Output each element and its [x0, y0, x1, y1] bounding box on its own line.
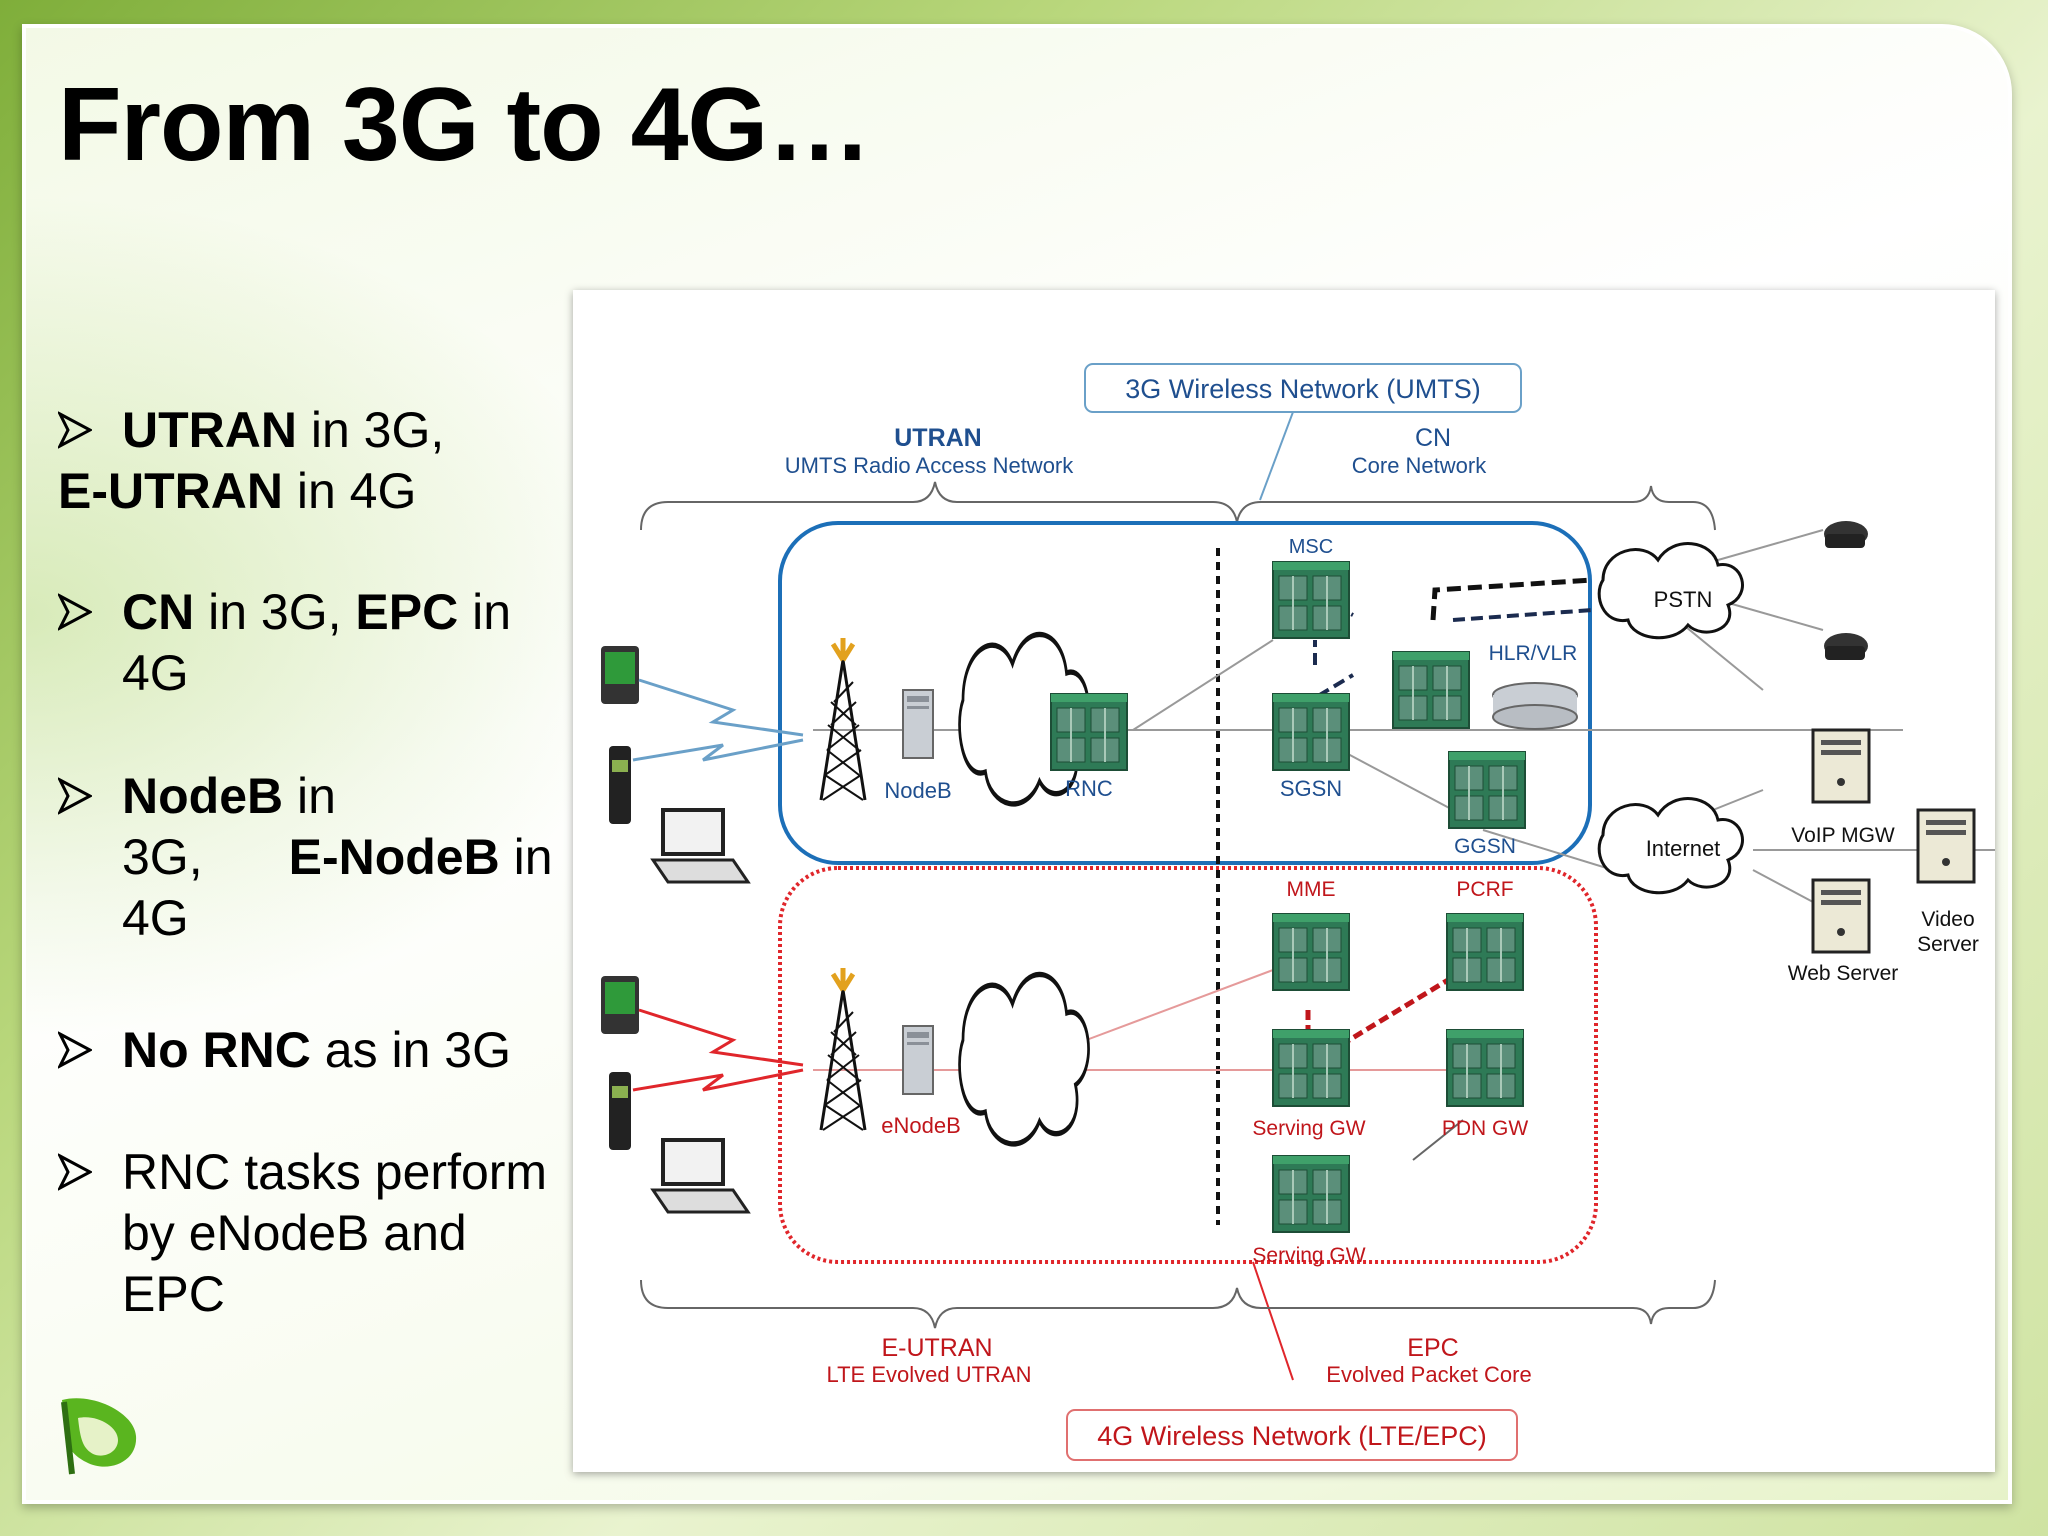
serving-gw-icon [1272, 1029, 1350, 1107]
enodeb-label: eNodeB [881, 1113, 961, 1138]
web-server-label: Web Server [1788, 962, 1899, 985]
bullet-text: in [458, 584, 512, 640]
bullet-text: in [283, 768, 336, 824]
company-logo-icon [61, 1398, 137, 1475]
bullet-text: in 3G, [194, 584, 356, 640]
network-diagram: 3G Wireless Network (UMTS) UTRAN UMTS Ra… [573, 290, 1995, 1472]
arrow-bullet-icon [58, 777, 92, 815]
arrow-bullet-icon [58, 1031, 92, 1069]
arrow-bullet-icon [58, 593, 92, 631]
region-3g [778, 521, 1592, 865]
bullet-text: in [499, 829, 553, 885]
epc-label: EPC [1407, 1334, 1458, 1362]
cn-sub-label: Core Network [1352, 453, 1487, 478]
laptop-3g-icon [650, 808, 751, 884]
bullet-bold-text: E-NodeB [288, 829, 500, 885]
cloud-4g-icon [960, 974, 1089, 1144]
bullet-text: as in 3G [310, 1022, 511, 1078]
video-label-1: Video [1921, 908, 1974, 931]
hlr-board-icon [1392, 651, 1470, 729]
sgsn-icon [1272, 693, 1350, 771]
arrow-bullet-icon [58, 1153, 92, 1191]
bullet-text: RNC tasks perform [122, 1144, 548, 1200]
nodeb-server-icon [902, 689, 934, 759]
nodeb-label: NodeB [884, 778, 951, 803]
title-3g-box [1084, 363, 1522, 413]
rnc-label: RNC [1065, 776, 1113, 801]
title-4g-box [1066, 1409, 1518, 1461]
utran-label: UTRAN [894, 424, 982, 452]
hlr-label: HLR/VLR [1489, 642, 1578, 665]
laptop-4g-icon [650, 1138, 751, 1214]
pcrf-icon [1446, 913, 1524, 991]
msc-icon [1272, 561, 1350, 639]
title-4g-text: 4G Wireless Network (LTE/EPC) [1097, 1421, 1487, 1451]
pda-4g-icon [601, 976, 639, 1034]
phone-4g-icon [609, 1072, 631, 1150]
bullet-bold-text: EPC [355, 584, 459, 640]
region-4g [778, 866, 1598, 1264]
bullet-item: NodeB in 3G, E-NodeB in 4G [58, 766, 553, 949]
phone-handset-icon [1824, 521, 1868, 548]
hlr-database-icon [1492, 682, 1578, 730]
radio-link-3g [632, 678, 804, 762]
bullet-text: in 4G [282, 463, 417, 519]
cn-label: CN [1415, 424, 1451, 452]
serving-gw-2-icon [1272, 1155, 1350, 1233]
ggsn-icon [1448, 751, 1526, 829]
utran-sub-label: UMTS Radio Access Network [785, 453, 1075, 478]
bullet-bold-text: UTRAN [122, 402, 297, 458]
voip-label: VoIP MGW [1791, 824, 1895, 847]
epc-sub-label: Evolved Packet Core [1326, 1362, 1531, 1387]
bullet-text: by eNodeB and [122, 1205, 467, 1261]
msc-label: MSC [1289, 536, 1333, 558]
pstn-label: PSTN [1654, 587, 1713, 612]
voip-mgw-icon [1811, 728, 1871, 804]
phone-handset-icon [1824, 633, 1868, 660]
pdn-gw-icon [1446, 1029, 1524, 1107]
pdn-gw-label: PDN GW [1442, 1117, 1529, 1140]
video-server-icon [1916, 808, 1976, 884]
internet-label: Internet [1646, 836, 1721, 861]
bullet-text: 3G, [122, 829, 203, 885]
web-server-icon [1811, 878, 1871, 954]
title-3g-text: 3G Wireless Network (UMTS) [1125, 374, 1481, 404]
ggsn-label: GGSN [1454, 835, 1516, 858]
mme-icon [1272, 913, 1350, 991]
arrow-bullet-icon [58, 411, 92, 449]
serving-gw-label: Serving GW [1252, 1117, 1365, 1140]
eutran-sub-label: LTE Evolved UTRAN [827, 1362, 1032, 1387]
bullet-text: EPC [122, 1266, 225, 1322]
pcrf-label: PCRF [1456, 878, 1513, 901]
bullet-item: RNC tasks perform by eNodeB and EPC [58, 1142, 547, 1325]
tower-4g-icon [821, 968, 865, 1130]
video-label-2: Server [1917, 933, 1979, 956]
bullet-item: UTRAN in 3G, E-UTRAN in 4G [58, 400, 444, 522]
sgsn-label: SGSN [1280, 776, 1342, 801]
bullet-text: in 3G, [296, 402, 445, 458]
bullet-item: No RNC as in 3G [58, 1020, 511, 1081]
serving-gw-2-label: Serving GW [1252, 1244, 1365, 1267]
bullet-bold-text: No RNC [122, 1022, 311, 1078]
tower-3g-icon [821, 638, 865, 800]
enodeb-server-icon [902, 1025, 934, 1095]
brace-bottom [640, 1279, 1716, 1329]
network-diagram-svg: 3G Wireless Network (UMTS) UTRAN UMTS Ra… [601, 363, 1995, 1461]
bullet-text: 4G [122, 890, 189, 946]
bullet-bold-text: CN [122, 584, 195, 640]
bullet-text: 4G [122, 645, 189, 701]
radio-link-4g [632, 1008, 804, 1092]
bullet-bold-text: E-UTRAN [58, 463, 283, 519]
pda-3g-icon [601, 646, 639, 704]
slide-title: From 3G to 4G… [58, 67, 871, 183]
bullet-item: CN in 3G, EPC in 4G [58, 582, 511, 704]
phone-3g-icon [609, 746, 631, 824]
rnc-icon [1050, 693, 1128, 771]
bullet-bold-text: NodeB [122, 768, 284, 824]
mme-label: MME [1287, 878, 1336, 901]
eutran-label: E-UTRAN [881, 1334, 992, 1362]
